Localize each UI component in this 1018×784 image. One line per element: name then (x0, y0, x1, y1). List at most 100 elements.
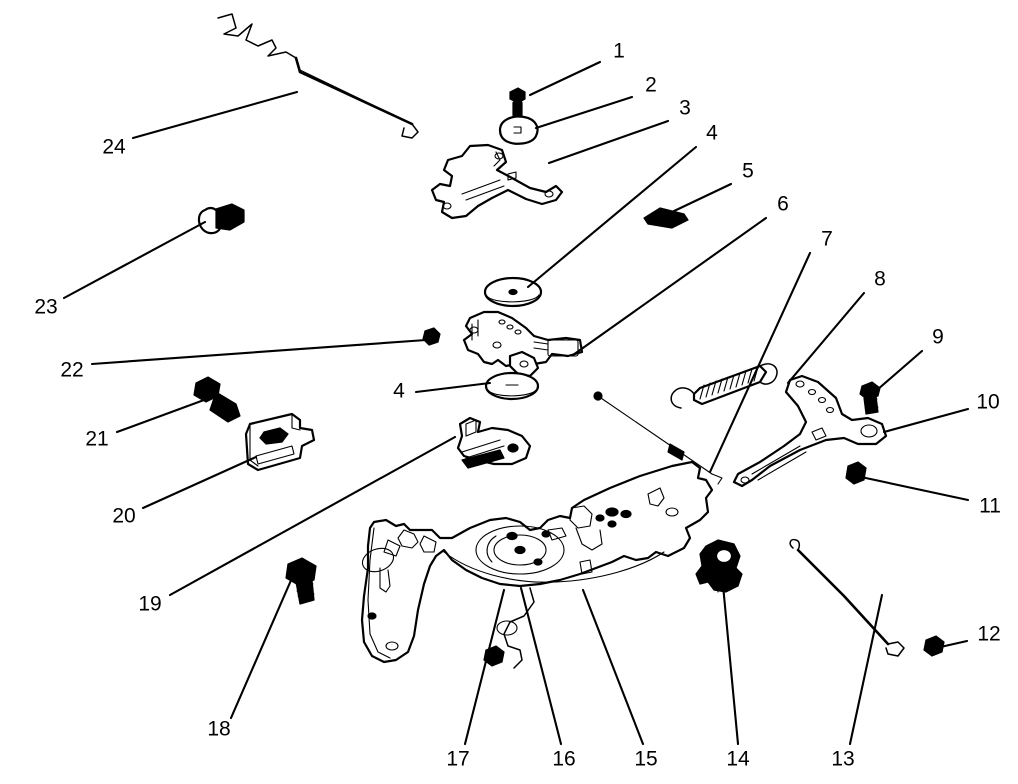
callout-18-flange-bolt-lower-left: 18 (207, 576, 294, 741)
callout-14-cable-clamp: 14 (721, 583, 750, 771)
part-round-cap-washer-top (498, 115, 539, 145)
callout-10-forked-swing-arm: 10 (882, 391, 1000, 434)
leader-line-5 (670, 182, 733, 214)
callout-1-hex-flange-bolt-top: 1 (528, 40, 625, 97)
part-forked-swing-arm (732, 374, 888, 488)
leader-line-14 (721, 583, 740, 746)
callout-number: 6 (777, 193, 789, 216)
callout-number: 16 (552, 748, 575, 771)
callout-number: 21 (85, 428, 108, 451)
callout-number: 4 (393, 380, 405, 403)
callout-number: 2 (645, 74, 657, 97)
callout-number: 12 (977, 623, 1000, 646)
callout-number: 1 (613, 40, 625, 63)
part-flange-bolt-lower-left (285, 557, 317, 605)
callout-4-flat-washer-lower: 4 (393, 380, 492, 403)
callout-4-flat-washer-upper: 4 (526, 122, 718, 289)
leader-line-11 (859, 475, 970, 502)
leader-line-4 (526, 145, 698, 289)
callout-number: 15 (634, 748, 657, 771)
leader-line-22 (90, 338, 428, 366)
leader-line-4 (414, 381, 492, 394)
part-upper-linkage-bracket (430, 143, 564, 220)
callout-3-upper-linkage-bracket: 3 (547, 97, 691, 165)
part-coil-tension-spring (670, 363, 778, 409)
part-cable-clamp (695, 539, 743, 593)
callout-number: 5 (742, 160, 754, 183)
part-shoulder-bolt-left (193, 376, 241, 423)
leader-line-1 (528, 60, 602, 97)
part-small-nut-lower-right (923, 635, 945, 657)
callout-6-center-lever-assembly: 6 (571, 193, 789, 357)
part-long-bent-rod-right (789, 538, 905, 657)
part-mounting-clip-bracket (244, 412, 316, 472)
leader-line-17 (463, 588, 506, 746)
callout-number: 24 (102, 136, 126, 159)
callout-number: 23 (34, 296, 57, 319)
leader-line-7 (708, 251, 812, 474)
leader-line-18 (229, 576, 294, 720)
callout-number: 3 (679, 97, 691, 120)
leader-line-3 (547, 119, 670, 165)
callout-23-flange-bolt-upper-left: 23 (34, 220, 207, 319)
part-flange-bolt-upper-left (197, 203, 245, 235)
callout-number: 20 (112, 505, 135, 528)
leader-line-2 (534, 95, 634, 130)
part-bent-wire-link (496, 587, 535, 669)
part-small-bolt-right (859, 381, 881, 415)
callout-number: 11 (979, 495, 1001, 518)
callout-number: 7 (821, 228, 833, 251)
leader-line-9 (875, 349, 924, 392)
callout-number: 9 (932, 326, 944, 349)
part-formed-wire-rod-top (217, 13, 419, 139)
callout-number: 18 (207, 718, 230, 741)
callout-number: 17 (446, 748, 469, 771)
part-main-support-plate (360, 460, 714, 664)
leader-line-10 (882, 407, 970, 434)
leader-line-13 (848, 593, 884, 746)
part-hex-nut-right (845, 461, 867, 485)
leader-line-16 (519, 586, 563, 746)
leader-line-15 (581, 588, 645, 746)
leader-line-6 (571, 216, 768, 357)
callout-20-mounting-clip-bracket: 20 (112, 455, 258, 528)
part-thin-control-rod (593, 391, 723, 485)
callout-number: 14 (726, 748, 750, 771)
callout-8-coil-tension-spring: 8 (786, 268, 886, 385)
part-center-lever-assembly (462, 310, 584, 378)
callout-16-bent-wire-link: 16 (519, 586, 576, 771)
callout-5-knurled-stud-screw: 5 (670, 160, 754, 214)
callout-11-hex-nut-right: 11 (859, 475, 1001, 518)
part-knurled-stud-screw (643, 207, 689, 229)
callout-22-small-nut-center: 22 (60, 338, 428, 382)
callout-7-thin-control-rod: 7 (708, 228, 833, 474)
callout-number: 13 (831, 748, 854, 771)
leader-line-21 (115, 398, 206, 434)
leader-line-24 (131, 90, 299, 140)
leader-line-8 (786, 291, 866, 385)
leader-line-19 (168, 435, 457, 597)
part-hex-flange-bolt-top (509, 87, 526, 117)
callout-24-formed-wire-rod-top: 24 (102, 90, 299, 159)
callout-2-round-cap-washer-top: 2 (534, 74, 657, 130)
part-flat-washer-upper (483, 276, 543, 308)
part-latch-pawl-bracket (456, 416, 532, 469)
leader-line-12 (934, 639, 969, 650)
callout-9-small-bolt-right: 9 (875, 326, 944, 392)
part-flat-washer-lower (484, 371, 540, 401)
leader-line-23 (62, 220, 207, 300)
callout-15-main-support-plate: 15 (581, 588, 658, 771)
callout-13-long-bent-rod-right: 13 (831, 593, 884, 771)
callout-number: 4 (706, 122, 718, 145)
callout-number: 22 (60, 359, 83, 382)
part-small-nut-center (422, 327, 441, 346)
leader-line-20 (141, 455, 258, 510)
callout-number: 10 (976, 391, 999, 414)
callout-number: 19 (138, 593, 161, 616)
callout-19-latch-pawl-bracket: 19 (138, 435, 457, 616)
callout-17-small-hex-nut-bottom: 17 (446, 588, 506, 771)
callout-21-shoulder-bolt-left: 21 (85, 398, 206, 451)
